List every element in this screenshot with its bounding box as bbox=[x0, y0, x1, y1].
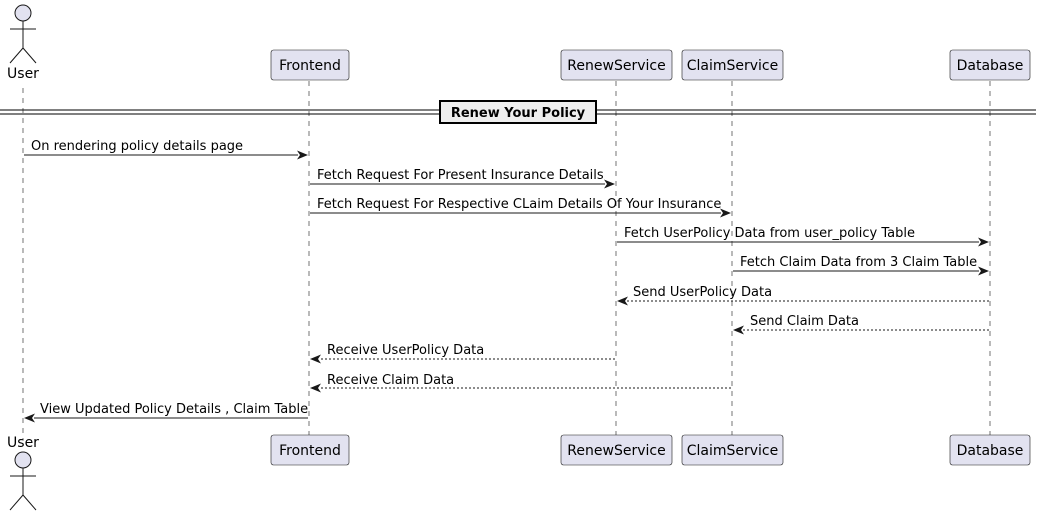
participant-renew-bottom: RenewService bbox=[560, 434, 673, 466]
participant-label-frontend-top: Frontend bbox=[279, 58, 341, 74]
message-7: Send Claim Data bbox=[733, 314, 989, 335]
arrowhead-icon bbox=[733, 325, 744, 335]
message-label: View Updated Policy Details , Claim Tabl… bbox=[40, 402, 308, 417]
message-5: Fetch Claim Data from 3 Claim Table bbox=[733, 255, 989, 276]
participant-box bbox=[949, 434, 1031, 466]
message-label: Receive Claim Data bbox=[327, 373, 454, 388]
message-6: Send UserPolicy Data bbox=[617, 285, 989, 306]
arrowhead-icon bbox=[297, 150, 308, 160]
actor-body-icon bbox=[9, 21, 37, 64]
message-label: Fetch Claim Data from 3 Claim Table bbox=[740, 255, 977, 270]
message-1: On rendering policy details page bbox=[24, 139, 308, 160]
participant-label-claim-bottom: ClaimService bbox=[687, 443, 779, 459]
divider-box bbox=[439, 100, 597, 124]
participant-box bbox=[681, 434, 784, 466]
participant-frontend-bottom: Frontend bbox=[270, 434, 350, 466]
actor-body-icon bbox=[9, 468, 37, 511]
actor-user-bottom: User bbox=[7, 435, 39, 511]
participant-label-user-bottom: User bbox=[7, 435, 39, 451]
actor-user-top: User bbox=[7, 4, 39, 82]
message-3: Fetch Request For Respective CLaim Detai… bbox=[310, 197, 731, 218]
participant-box bbox=[270, 434, 350, 466]
participant-renew-top: RenewService bbox=[560, 49, 673, 81]
message-2: Fetch Request For Present Insurance Deta… bbox=[310, 168, 615, 189]
participant-label-frontend-bottom: Frontend bbox=[279, 443, 341, 459]
message-10: View Updated Policy Details , Claim Tabl… bbox=[24, 402, 308, 423]
divider-label: Renew Your Policy bbox=[451, 106, 586, 121]
participant-box bbox=[560, 49, 673, 81]
actor-head-icon bbox=[14, 4, 32, 22]
message-label: Receive UserPolicy Data bbox=[327, 343, 484, 358]
participant-label-claim-top: ClaimService bbox=[687, 58, 779, 74]
arrowhead-icon bbox=[310, 383, 321, 393]
message-label: Send Claim Data bbox=[750, 314, 859, 329]
participant-database-bottom: Database bbox=[949, 434, 1031, 466]
message-8: Receive UserPolicy Data bbox=[310, 343, 615, 364]
participant-box bbox=[270, 49, 350, 81]
arrowhead-icon bbox=[604, 179, 615, 189]
message-label: Fetch Request For Present Insurance Deta… bbox=[317, 168, 604, 183]
participant-frontend-top: Frontend bbox=[270, 49, 350, 81]
arrowhead-icon bbox=[978, 237, 989, 247]
actor-head-icon bbox=[14, 451, 32, 469]
participant-label-database-bottom: Database bbox=[957, 443, 1024, 459]
arrowhead-icon bbox=[310, 354, 321, 364]
participant-label-database-top: Database bbox=[957, 58, 1024, 74]
message-label: Send UserPolicy Data bbox=[633, 285, 772, 300]
arrowhead-icon bbox=[720, 208, 731, 218]
participant-box bbox=[949, 49, 1031, 81]
message-9: Receive Claim Data bbox=[310, 373, 731, 393]
participant-label-renew-bottom: RenewService bbox=[567, 443, 665, 459]
arrowhead-icon bbox=[978, 266, 989, 276]
participant-label-renew-top: RenewService bbox=[567, 58, 665, 74]
arrowhead-icon bbox=[617, 296, 628, 306]
message-label: Fetch UserPolicy Data from user_policy T… bbox=[624, 226, 915, 241]
arrowhead-icon bbox=[24, 413, 35, 423]
participant-label-user-top: User bbox=[7, 66, 39, 82]
participant-database-top: Database bbox=[949, 49, 1031, 81]
participant-box bbox=[560, 434, 673, 466]
message-label: Fetch Request For Respective CLaim Detai… bbox=[317, 197, 721, 212]
participant-claim-bottom: ClaimService bbox=[681, 434, 784, 466]
message-4: Fetch UserPolicy Data from user_policy T… bbox=[617, 226, 989, 247]
participant-box bbox=[681, 49, 784, 81]
participant-claim-top: ClaimService bbox=[681, 49, 784, 81]
message-label: On rendering policy details page bbox=[31, 139, 243, 154]
divider: Renew Your Policy bbox=[0, 100, 1036, 124]
